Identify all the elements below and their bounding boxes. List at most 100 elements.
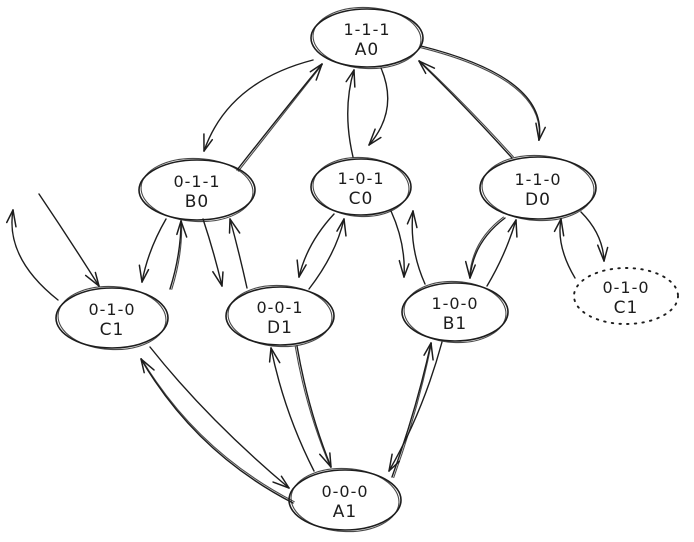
arrowhead: [180, 220, 188, 238]
arrowhead: [418, 60, 436, 69]
edge-B0-D1: [202, 218, 224, 287]
edge-D0-A0: [418, 60, 514, 159]
node-C1d: 0-1-0C1: [573, 267, 679, 325]
edge-line: [418, 60, 513, 159]
node-label: C0: [349, 189, 374, 209]
arrowhead: [398, 259, 405, 278]
node-label: D0: [525, 190, 551, 210]
edge-line: [486, 219, 517, 287]
edge-line: [580, 211, 605, 262]
arrowhead: [315, 63, 323, 81]
node-outline: [138, 159, 256, 221]
node-outline-sketch: [227, 284, 333, 348]
edge-line: [149, 346, 290, 489]
node-code: 0-0-1: [256, 298, 303, 317]
node-code: 0-0-0: [321, 482, 368, 501]
edge-C1-offscreen-upper-left: [5, 209, 59, 301]
node-outline: [288, 469, 402, 531]
node-label: A0: [355, 40, 379, 60]
arrowhead: [368, 136, 382, 146]
edge-B1-D0: [486, 219, 518, 287]
edge-line-sketch: [294, 345, 332, 468]
node-code: 1-0-1: [337, 169, 384, 188]
node-outline: [310, 158, 412, 216]
arrowhead: [507, 219, 517, 233]
edge-C0-D1: [296, 213, 335, 278]
node-code: 0-1-0: [602, 278, 649, 297]
arrowhead: [336, 218, 345, 232]
edge-line-sketch: [418, 60, 514, 158]
edge-A1-C1: [140, 358, 295, 504]
arrowhead: [388, 453, 393, 472]
arrowhead: [176, 220, 182, 236]
arrowhead: [141, 268, 150, 283]
arrowhead: [603, 246, 609, 262]
arrowhead: [203, 138, 214, 152]
arrowhead: [12, 209, 17, 228]
edge-line-sketch: [468, 216, 504, 279]
arrowhead: [140, 358, 145, 374]
node-outline-sketch: [403, 280, 507, 344]
edge-line: [141, 218, 167, 283]
arrowhead: [212, 270, 223, 287]
edge-line: [390, 210, 405, 278]
arrowhead: [596, 244, 605, 262]
edge-line: [202, 218, 223, 287]
edge-line: [469, 217, 506, 279]
edge-D0-C1d: [580, 211, 609, 262]
arrowhead: [515, 219, 518, 238]
arrowhead: [298, 264, 307, 278]
arrowhead: [221, 271, 224, 287]
edge-D1-B0: [228, 218, 248, 289]
arrowhead: [353, 69, 356, 88]
arrowhead: [329, 452, 332, 468]
edge-line-sketch: [393, 342, 433, 479]
edge-B1-C0: [406, 210, 426, 285]
arrowhead: [296, 259, 300, 278]
edge-line: [38, 193, 100, 287]
arrowhead: [469, 264, 476, 279]
arrowhead: [430, 342, 434, 361]
node-D0: 1-1-0D0: [479, 154, 597, 222]
node-A1: 0-0-0A1: [288, 467, 402, 533]
node-outline-sketch: [312, 156, 410, 218]
node-outline-sketch: [57, 285, 167, 351]
edge-line: [270, 347, 315, 472]
edge-C1-A1: [149, 346, 290, 489]
arrowhead: [368, 128, 376, 146]
edge-line: [229, 218, 248, 289]
edge-line-sketch: [140, 358, 295, 503]
arrowhead: [560, 218, 565, 237]
edge-line: [411, 210, 426, 285]
edge-A1-D1: [268, 347, 315, 472]
edge-offscreen-upper-left-C1: [38, 193, 100, 287]
node-C0: 1-0-1C0: [310, 156, 412, 218]
edge-line: [296, 345, 332, 468]
arrowhead: [5, 209, 14, 224]
edge-line: [203, 59, 314, 152]
node-D1: 0-0-1D1: [225, 284, 335, 348]
arrowhead: [318, 453, 332, 468]
arrowhead: [553, 218, 562, 233]
edge-line: [308, 218, 345, 290]
arrowhead: [270, 347, 281, 364]
arrowhead: [535, 122, 540, 141]
arrowhead: [345, 69, 355, 83]
node-label: B0: [185, 192, 209, 212]
node-outline: [310, 8, 424, 68]
arrowhead: [406, 210, 414, 225]
node-code: 1-0-0: [431, 294, 478, 313]
node-code: 0-1-0: [88, 300, 135, 319]
arrowhead: [268, 347, 272, 363]
edge-D0-B1: [464, 216, 506, 279]
node-B0: 0-1-1B0: [138, 157, 256, 223]
edge-C1d-D0: [553, 218, 576, 279]
arrowhead: [423, 342, 432, 356]
edge-D1-A1: [294, 345, 332, 468]
node-outline-dotted: [573, 267, 679, 325]
node-label: B1: [443, 314, 467, 334]
edge-B0-C1: [138, 218, 167, 283]
edge-line: [559, 218, 576, 279]
edge-A0-D0: [419, 45, 546, 141]
